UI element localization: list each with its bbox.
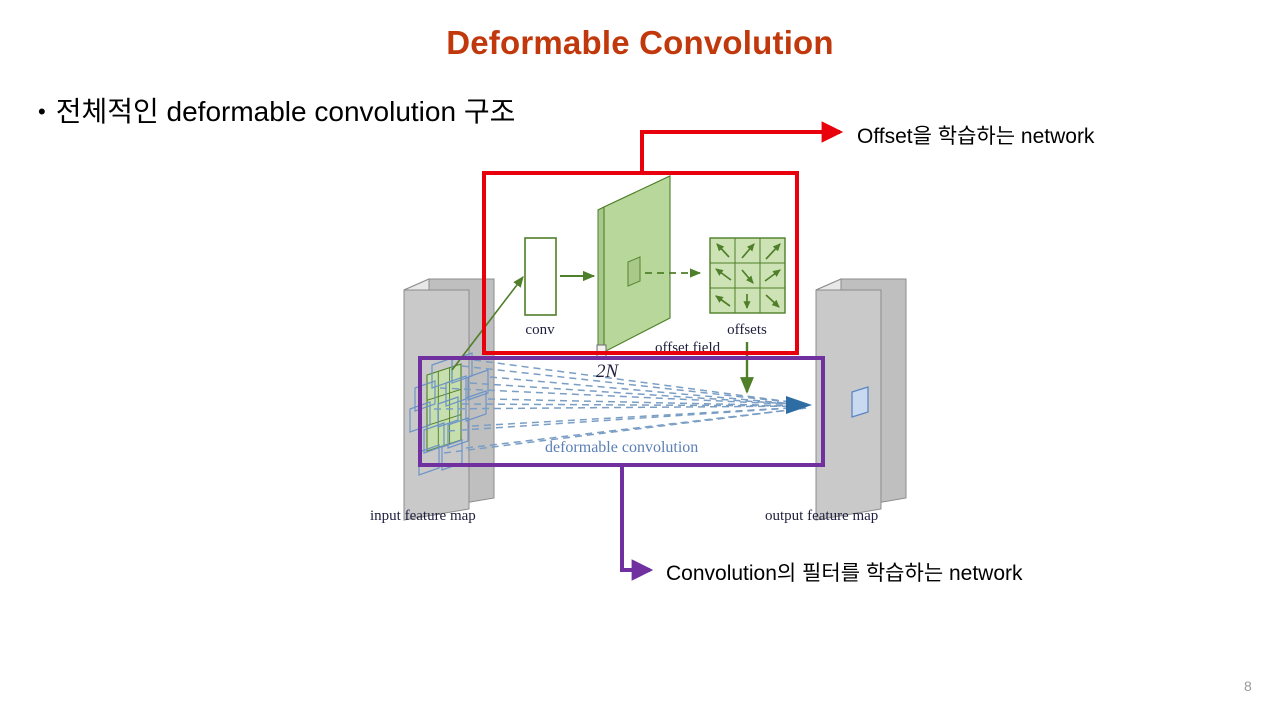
offsets-grid — [709, 237, 786, 314]
conv-label: conv — [525, 322, 555, 338]
deformable-conv-arrowhead — [786, 396, 812, 414]
offset-field-cell — [627, 256, 641, 287]
page-number: 8 — [1244, 678, 1252, 694]
input-to-conv-arrow — [451, 275, 524, 371]
bullet-marker: • — [38, 99, 46, 124]
input-feature-map-label: input feature map — [370, 508, 476, 524]
offset-annotation-connector — [640, 121, 844, 173]
channels-label: 2N — [596, 361, 620, 382]
deformable-convolution-label: deformable convolution — [545, 439, 698, 456]
annotation-conv-filter-network: Convolution의 필터를 학습하는 network — [666, 562, 1023, 585]
bullet-text: 전체적인 deformable convolution 구조 — [55, 96, 516, 127]
offset-field-plane — [596, 175, 671, 358]
output-activation-cell — [851, 386, 869, 418]
deformed-sampling-points — [409, 352, 489, 476]
annotation-offset-network: Offset을 학습하는 network — [857, 125, 1095, 148]
conv-annotation-connector — [620, 465, 654, 581]
conv-box — [524, 237, 557, 316]
bullet-item: • 전체적인 deformable convolution 구조 — [38, 90, 515, 130]
page-title: Deformable Convolution — [446, 24, 834, 61]
offsets-label: offsets — [727, 322, 767, 338]
output-feature-map — [815, 278, 907, 521]
deformable-convolution-fan — [433, 359, 807, 454]
output-feature-map-label: output feature map — [765, 508, 878, 524]
